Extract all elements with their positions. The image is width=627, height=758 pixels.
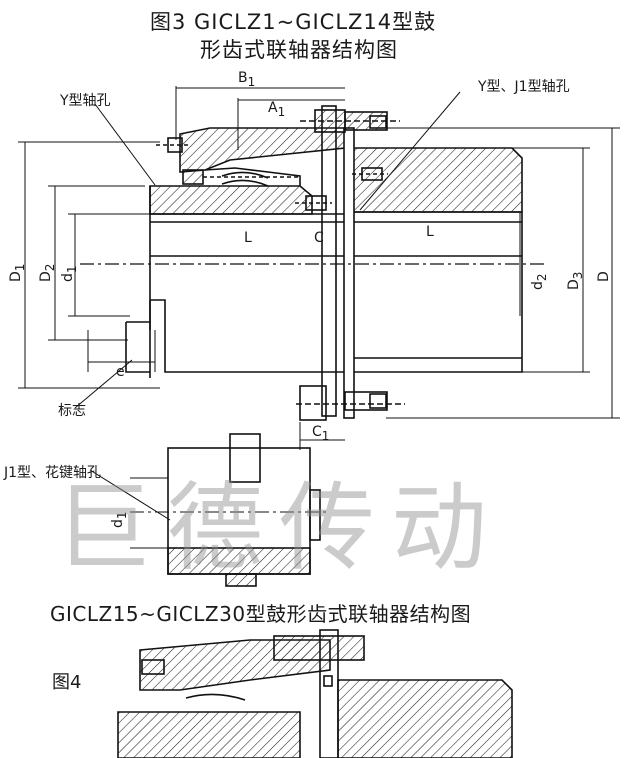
dimension-c1: C1 bbox=[312, 424, 330, 443]
figure4-section bbox=[117, 629, 513, 758]
dimension-d: D bbox=[596, 271, 612, 282]
left-hub-section bbox=[125, 185, 345, 378]
flange-and-bolts bbox=[156, 105, 405, 421]
dimension-e: e bbox=[116, 364, 125, 380]
figure3-title-line1: 图3 GⅠCLZ1~GⅠCLZ14型鼓 bbox=[150, 10, 437, 34]
y-bore-label: Y型轴孔 bbox=[60, 93, 111, 109]
dimension-l-left: L bbox=[244, 230, 252, 246]
dimension-b1: B1 bbox=[238, 70, 256, 89]
dimension-d1-bore: d1 bbox=[60, 265, 79, 282]
j1-spline-detail bbox=[130, 433, 330, 587]
dimension-d2-outer: D2 bbox=[38, 263, 57, 282]
mark-label: 标志 bbox=[58, 403, 86, 419]
figure4-label: 图4 bbox=[52, 672, 82, 693]
j1-spline-bore-label: J1型、花键轴孔 bbox=[4, 465, 102, 481]
dimension-d3: D3 bbox=[566, 271, 585, 290]
dimension-a1: A1 bbox=[268, 100, 286, 119]
watermark-text: 巨德传动 bbox=[55, 472, 503, 584]
y-j1-bore-label: Y型、J1型轴孔 bbox=[478, 79, 570, 95]
lower-series-title: GⅠCLZ15~GⅠCLZ30型鼓形齿式联轴器结构图 bbox=[50, 602, 472, 626]
dimension-c: C bbox=[314, 230, 324, 246]
right-hub-section bbox=[349, 147, 523, 373]
dimension-l-right: L bbox=[426, 224, 434, 240]
sleeve-section bbox=[179, 127, 346, 187]
dimension-d1-outer: D1 bbox=[8, 263, 27, 282]
dimension-d2-bore: d2 bbox=[530, 273, 549, 290]
figure3-title-line2: 形齿式联轴器结构图 bbox=[200, 38, 398, 62]
